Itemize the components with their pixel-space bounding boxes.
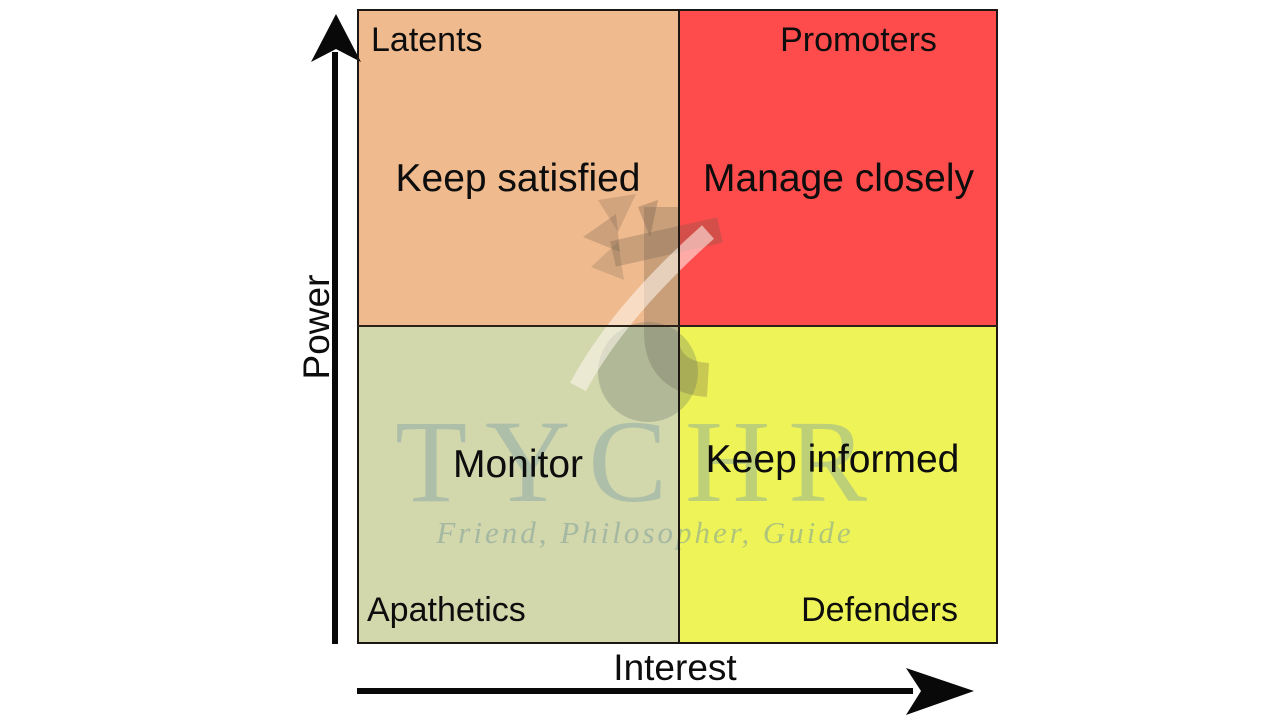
- quadrant-bottom-left-group-label: Apathetics: [367, 591, 526, 629]
- y-axis-label: Power: [296, 274, 337, 380]
- quadrant-bottom-right-bg: [679, 326, 998, 644]
- quadrant-top-left-strategy-label: Keep satisfied: [395, 157, 641, 200]
- y-axis-arrowhead-icon: [311, 14, 361, 62]
- matrix-grid: [357, 9, 998, 644]
- x-axis-line: [357, 688, 913, 694]
- quadrant-top-right-strategy-label: Manage closely: [703, 157, 974, 200]
- quadrant-top-left-bg: [357, 9, 679, 326]
- tychr-logo-watermark-icon: [570, 194, 723, 422]
- watermark-brand: TYCHR: [395, 396, 885, 527]
- quadrant-top-left-group-label: Latents: [371, 21, 483, 59]
- y-axis-line: [332, 52, 338, 644]
- x-axis-label: Interest: [613, 647, 737, 688]
- quadrant-top-right-bg: [679, 9, 998, 326]
- quadrant-top-right-group-label: Promoters: [780, 21, 937, 59]
- quadrant-bottom-left-bg: [357, 326, 679, 644]
- x-axis-arrowhead-icon: [906, 668, 974, 715]
- quadrant-bottom-left-strategy-label: Monitor: [452, 443, 584, 486]
- quadrant-bottom-right-strategy-label: Keep informed: [705, 438, 960, 481]
- watermark-tagline: Friend, Philosopher, Guide: [436, 515, 854, 550]
- matrix-horizontal-divider: [357, 325, 998, 327]
- quadrant-bottom-right-group-label: Defenders: [801, 591, 958, 629]
